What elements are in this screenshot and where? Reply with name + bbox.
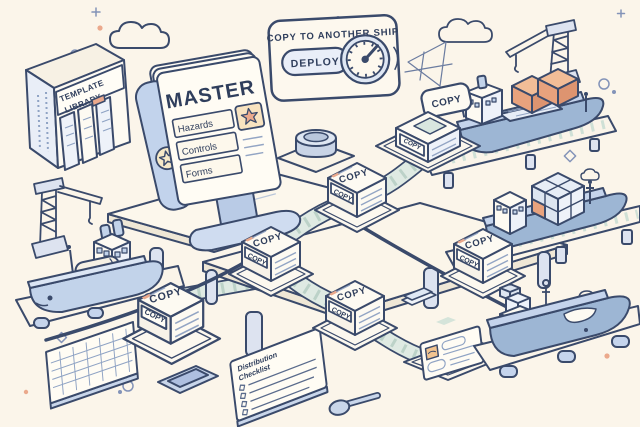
spoon-icon (328, 391, 381, 416)
copy-box: COPY COPY (228, 226, 314, 297)
sketch-wireframe (404, 41, 453, 87)
book-spine (59, 111, 80, 171)
deploy-panel: COPY TO ANOTHER SHIP DEPLOY (266, 14, 401, 102)
containers-icon (511, 68, 579, 114)
master-document: MASTER Hazards Controls Forms (134, 49, 302, 252)
template-library: TEMPLATE LIBRARY (25, 43, 131, 171)
cargo-ship-mid-right (482, 172, 628, 249)
distribution-checklist: Distribution Checklist (229, 327, 329, 427)
book-spine (77, 103, 98, 164)
master-row: Forms (185, 165, 214, 181)
copy-sign: COPY (420, 82, 473, 124)
cargo-ship-top-right (456, 68, 605, 154)
gauge-icon (340, 34, 399, 85)
cargo-ship-bottom-right (473, 279, 640, 378)
copy-box: COPY COPY (312, 280, 398, 351)
deploy-button[interactable]: DEPLOY (281, 46, 350, 77)
puck-platform (277, 129, 355, 173)
copy-box: COPY COPY (122, 281, 222, 366)
cloud-icon (438, 18, 493, 43)
crane-bottom-left (31, 177, 103, 259)
containers-icon (531, 172, 585, 226)
copy-box: COPY COPY (314, 162, 400, 233)
book-spine (95, 96, 115, 156)
grid-clipboard (45, 320, 139, 410)
cloud-icon (580, 168, 600, 181)
tug-ship (15, 218, 185, 329)
copy-station: COPY COPY (375, 82, 481, 173)
small-pad (157, 365, 219, 394)
deploy-button-label: DEPLOY (290, 56, 340, 71)
cloud-icon (109, 21, 170, 49)
card-stack (401, 287, 456, 325)
stamp-cell (424, 344, 440, 361)
master-page: MASTER Hazards Controls Forms (156, 56, 282, 206)
copy-box: COPY COPY (440, 228, 526, 299)
